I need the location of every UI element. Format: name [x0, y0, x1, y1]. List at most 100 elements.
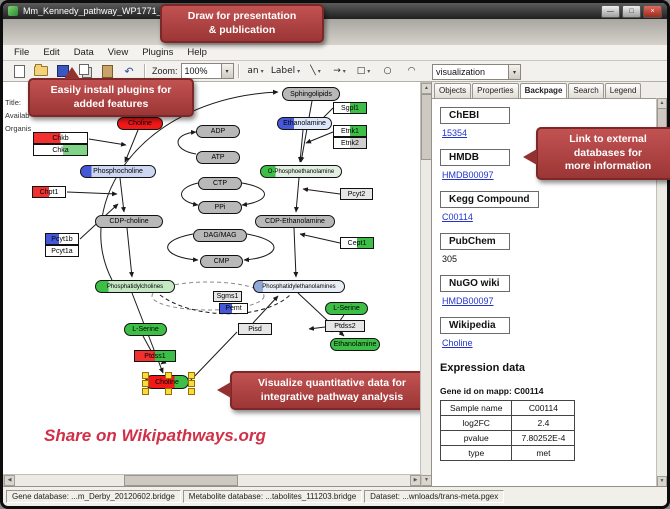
oval-tool-button[interactable]: ○	[376, 62, 400, 81]
pathway-node-ctp[interactable]: CTP	[198, 177, 242, 190]
pathway-node-atp[interactable]: ATP	[196, 151, 240, 164]
undo-button[interactable]: ↶	[118, 62, 140, 81]
menu-plugins[interactable]: Plugins	[142, 47, 174, 58]
selection-handle[interactable]	[188, 388, 195, 395]
pathway-node-cept1[interactable]: Cept1	[340, 237, 374, 249]
pathway-node-label: Choline	[128, 120, 152, 127]
backpage-link[interactable]: 15354	[442, 128, 468, 138]
tab-legend[interactable]: Legend	[604, 83, 642, 99]
title-bar[interactable]: Mm_Kennedy_pathway_WP1771_45176.gpml —□×	[3, 3, 667, 19]
open-file-button[interactable]	[30, 62, 52, 81]
pathway-node-ptdss1[interactable]: Ptdss1	[134, 350, 176, 362]
backpage-link[interactable]: HMDB00097	[442, 296, 494, 306]
visualization-combo[interactable]: visualization ▾	[432, 64, 521, 80]
menu-edit[interactable]: Edit	[43, 47, 60, 58]
toolbar: ↶ Zoom: 100% ▾ an▾Label▾╲▾→▾□▾○◠⊣ visual…	[3, 61, 667, 82]
pathway-node-choline-top[interactable]: Choline	[117, 117, 163, 130]
pathway-node-label: Pemt	[225, 305, 242, 312]
pathway-node-pcyt2[interactable]: Pcyt2	[340, 188, 373, 200]
tab-search[interactable]: Search	[568, 83, 604, 99]
pathway-node-cdp-choline[interactable]: CDP-choline	[95, 215, 163, 228]
menu-data[interactable]: Data	[73, 47, 94, 58]
pathway-node-l-serine-left[interactable]: L-Serine	[124, 323, 167, 336]
pathway-node-cmp[interactable]: CMP	[200, 255, 243, 268]
backpage-link[interactable]: C00114	[442, 212, 473, 222]
line-tool-button[interactable]: ╲▾	[304, 62, 328, 81]
menu-help[interactable]: Help	[187, 47, 207, 58]
pathway-node-pcyt1b[interactable]: Pcyt1b	[45, 233, 79, 245]
selection-handle[interactable]	[142, 372, 149, 379]
pathway-node-o-phosphoethanolamine[interactable]: O-Phosphoethanolamine	[260, 165, 342, 178]
tab-properties[interactable]: Properties	[472, 83, 519, 99]
pathway-node-pcyt1a[interactable]: Pcyt1a	[45, 245, 79, 257]
new-file-button[interactable]	[8, 62, 30, 81]
backpage-link[interactable]: HMDB00097	[442, 170, 494, 180]
pathway-node-pemt[interactable]: Pemt	[219, 303, 248, 314]
pathway-node-adp[interactable]: ADP	[196, 125, 240, 138]
chevron-down-icon[interactable]: ▾	[342, 68, 346, 75]
pathway-node-etnk1[interactable]: Etnk1	[333, 125, 367, 137]
chevron-down-icon[interactable]: ▾	[260, 68, 264, 75]
backpage-section-header: NuGO wiki	[440, 275, 510, 292]
chevron-down-icon[interactable]: ▾	[508, 65, 520, 79]
pathway-node-dag-mag[interactable]: DAG/MAG	[193, 229, 247, 242]
pathway-node-chkb[interactable]: Chkb	[33, 132, 88, 144]
selection-handle[interactable]	[165, 372, 172, 379]
selection-handle[interactable]	[188, 380, 195, 387]
pathway-node-choline-selected[interactable]: Choline	[142, 372, 195, 395]
selection-handle[interactable]	[142, 388, 149, 395]
pathway-node-phosphatidylethanolamines[interactable]: Phosphatidylethanolamines	[253, 280, 345, 293]
pathway-node-label: Pisd	[248, 325, 262, 333]
pathway-node-ppi[interactable]: PPi	[198, 201, 242, 214]
label-tool-button[interactable]: Label▾	[268, 62, 304, 81]
pathway-node-phosphatidylcholines[interactable]: Phosphatidylcholines	[95, 280, 175, 293]
selection-handle[interactable]	[188, 372, 195, 379]
expression-table-cell: C00114	[511, 400, 576, 416]
chevron-down-icon[interactable]: ▾	[220, 64, 233, 78]
pathway-node-ptdss2[interactable]: Ptdss2	[325, 320, 365, 332]
selection-handle[interactable]	[165, 388, 172, 395]
pathway-node-etnk2[interactable]: Etnk2	[333, 137, 367, 149]
close-button[interactable]: ×	[643, 4, 662, 18]
zoom-combo[interactable]: 100% ▾	[180, 63, 234, 79]
minimize-button[interactable]: —	[601, 4, 620, 18]
pathway-node-label: Ethanolamine	[283, 120, 326, 127]
pathway-node-ethanolamine-top[interactable]: Ethanolamine	[277, 117, 332, 130]
pathway-node-sgpl1[interactable]: Sgpl1	[333, 102, 367, 114]
zoom-label: Zoom:	[152, 66, 178, 76]
arrow-tool-button[interactable]: →▾	[328, 62, 352, 81]
pathway-node-chpt1[interactable]: Chpt1	[32, 186, 66, 198]
canvas-vertical-scrollbar[interactable]: ▲ ▼	[420, 82, 433, 487]
pathway-node-l-serine-right[interactable]: L-Serine	[325, 302, 368, 315]
pathway-node-pisd[interactable]: Pisd	[238, 323, 272, 335]
selection-handle[interactable]	[142, 380, 149, 387]
chevron-down-icon[interactable]: ▾	[317, 68, 321, 75]
horizontal-scroll-thumb[interactable]	[124, 475, 238, 486]
pathway-node-sgms1[interactable]: Sgms1	[213, 291, 242, 302]
arc-tool-button[interactable]: ◠	[400, 62, 424, 81]
datanode-tool-button[interactable]: an▾	[244, 62, 268, 81]
menu-file[interactable]: File	[14, 47, 30, 58]
paste-button[interactable]	[96, 62, 118, 81]
tab-objects[interactable]: Objects	[434, 83, 472, 99]
draw-toolbar-group: an▾Label▾╲▾→▾□▾○◠⊣	[244, 62, 448, 81]
backpage-link[interactable]: Choline	[442, 338, 473, 348]
maximize-button[interactable]: □	[622, 4, 641, 18]
expression-table-cell: type	[439, 445, 513, 461]
window-controls: —□×	[601, 4, 662, 18]
pathway-node-cdp-ethanolamine[interactable]: CDP-Ethanolamine	[255, 215, 335, 228]
scroll-left-icon[interactable]: ◀	[4, 475, 15, 486]
tab-backpage[interactable]: Backpage	[519, 83, 568, 99]
chevron-down-icon[interactable]: ▾	[297, 68, 301, 75]
rect-tool-button[interactable]: □▾	[352, 62, 376, 81]
pathway-node-phosphocholine[interactable]: Phosphocholine	[80, 165, 156, 178]
pathway-node-ethanolamine-bottom[interactable]: Ethanolamine	[330, 338, 380, 351]
scroll-right-icon[interactable]: ▶	[410, 475, 421, 486]
pathway-node-chka[interactable]: Chka	[33, 144, 88, 156]
pathway-node-sphingolipids[interactable]: Sphingolipids	[282, 87, 340, 101]
window-title: Mm_Kennedy_pathway_WP1771_45176.gpml	[23, 6, 209, 16]
menu-view[interactable]: View	[107, 47, 129, 58]
chevron-down-icon[interactable]: ▾	[367, 68, 371, 75]
